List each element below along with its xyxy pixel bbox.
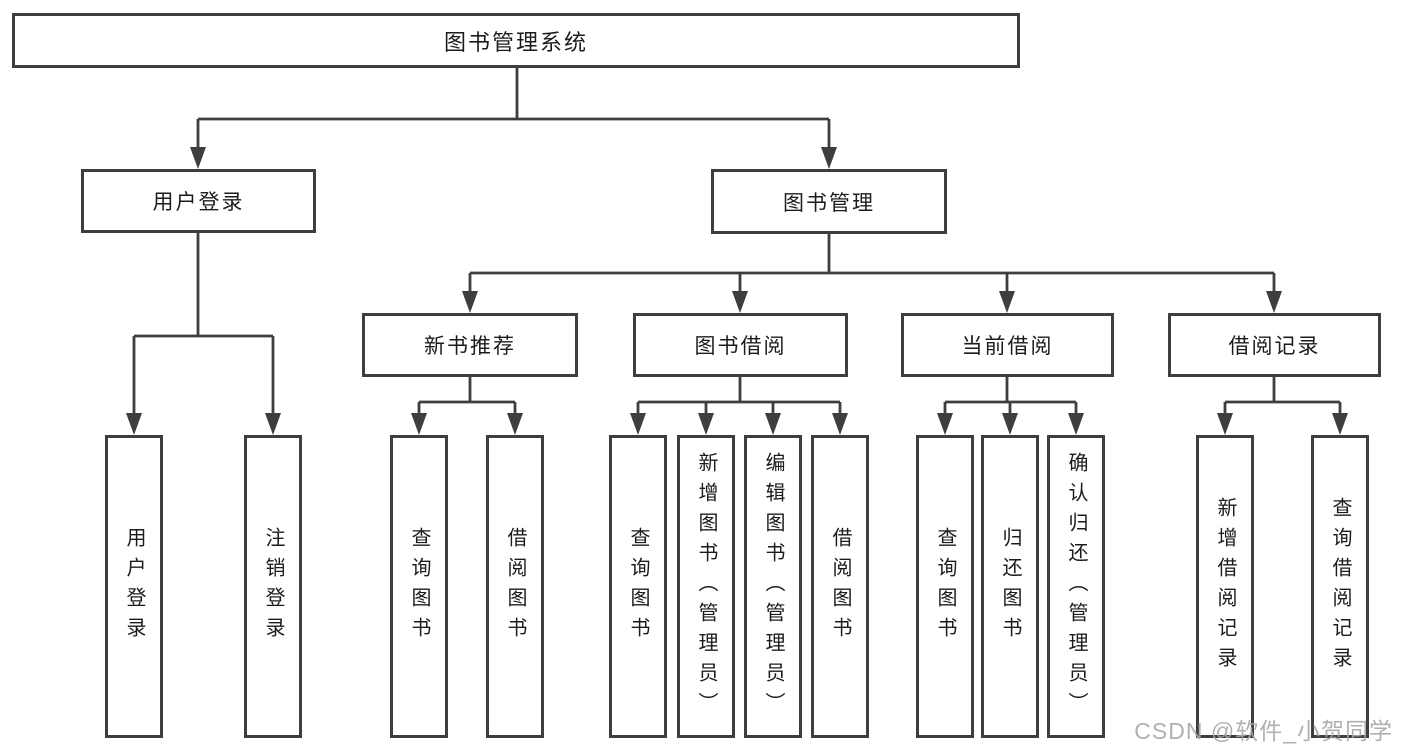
leaf-user-login: 用户登录 (105, 435, 163, 738)
node-current-borrowing: 当前借阅 (901, 313, 1114, 377)
connector-segments (132, 68, 1342, 421)
arrowhead-icons (126, 147, 1348, 435)
node-book-borrowing: 图书借阅 (633, 313, 848, 377)
leaf-borrow-books-borrowing: 借阅图书 (811, 435, 869, 738)
leaf-logout: 注销登录 (244, 435, 302, 738)
leaf-add-borrow-record: 新增借阅记录 (1196, 435, 1254, 738)
leaf-confirm-return-admin: 确认归还（管理员） (1047, 435, 1105, 738)
csdn-watermark: CSDN @软件_小贺同学 (1134, 718, 1393, 744)
leaf-add-book-admin: 新增图书（管理员） (677, 435, 735, 738)
leaf-edit-book-admin: 编辑图书（管理员） (744, 435, 802, 738)
leaf-query-borrow-record: 查询借阅记录 (1311, 435, 1369, 738)
node-borrowing-records: 借阅记录 (1168, 313, 1381, 377)
leaf-return-book: 归还图书 (981, 435, 1039, 738)
leaf-query-books-borrowing: 查询图书 (609, 435, 667, 738)
node-new-book-recommendation: 新书推荐 (362, 313, 578, 377)
node-user-login: 用户登录 (81, 169, 316, 233)
leaf-query-books-current: 查询图书 (916, 435, 974, 738)
node-library-management-system: 图书管理系统 (12, 13, 1020, 68)
leaf-borrow-books-recommend: 借阅图书 (486, 435, 544, 738)
leaf-query-books-recommend: 查询图书 (390, 435, 448, 738)
node-book-management: 图书管理 (711, 169, 947, 234)
